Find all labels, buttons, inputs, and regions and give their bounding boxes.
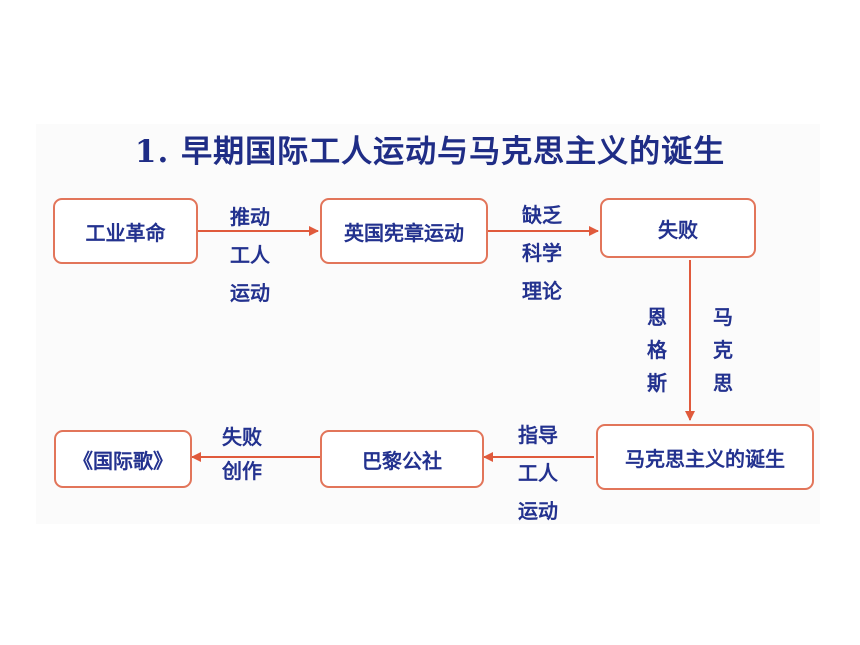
- edge-label-char: 斯: [647, 371, 667, 395]
- page-title: 1. 早期国际工人运动与马克思主义的诞生: [134, 134, 726, 170]
- edge-label-line: 工人: [518, 461, 558, 485]
- edge-label-line: 指导: [518, 423, 558, 447]
- edge-label-char: 思: [713, 371, 733, 395]
- edge-label-line: 运动: [230, 281, 270, 305]
- node-label: 英国宪章运动: [344, 220, 464, 245]
- edge-label-lack-scientific-theory: 缺乏 科学 理论: [506, 196, 578, 310]
- node-industrial-revolution: 工业革命: [53, 198, 198, 264]
- node-label: 马克思主义的诞生: [625, 446, 785, 471]
- edge-label-engels: 恩 格 斯: [642, 301, 672, 400]
- node-chartist-movement: 英国宪章运动: [320, 198, 488, 264]
- edge-label-line: 科学: [522, 241, 562, 265]
- edge-label-char: 恩: [647, 305, 667, 329]
- node-label: 失败: [658, 217, 698, 242]
- node-label: 巴黎公社: [362, 448, 442, 473]
- node-paris-commune: 巴黎公社: [320, 430, 484, 488]
- edge-label-line: 缺乏: [522, 203, 562, 227]
- edge-label-line: 推动: [230, 205, 270, 229]
- edge-label-line: 运动: [518, 499, 558, 523]
- node-birth-of-marxism: 马克思主义的诞生: [596, 424, 814, 490]
- edge-label-char: 克: [713, 338, 733, 362]
- edge-label-line: 工人: [230, 243, 270, 267]
- edge-label-line: 创作: [222, 459, 262, 483]
- edge-label-failure-creation: 失败 创作: [206, 420, 278, 488]
- node-label: 工业革命: [85, 220, 166, 245]
- node-internationale: 《国际歌》: [54, 430, 192, 488]
- edge-label-char: 马: [713, 305, 733, 329]
- edge-label-guide-workers-movement: 指导 工人 运动: [502, 416, 574, 530]
- edge-label-char: 格: [647, 338, 667, 362]
- edge-label-marx: 马 克 思: [708, 301, 738, 400]
- edge-label-line: 失败: [222, 425, 262, 449]
- node-failure: 失败: [600, 198, 756, 258]
- edge-label-promote-workers-movement: 推动 工人 运动: [214, 198, 286, 312]
- node-label: 《国际歌》: [73, 448, 173, 473]
- edge-label-line: 理论: [522, 279, 562, 303]
